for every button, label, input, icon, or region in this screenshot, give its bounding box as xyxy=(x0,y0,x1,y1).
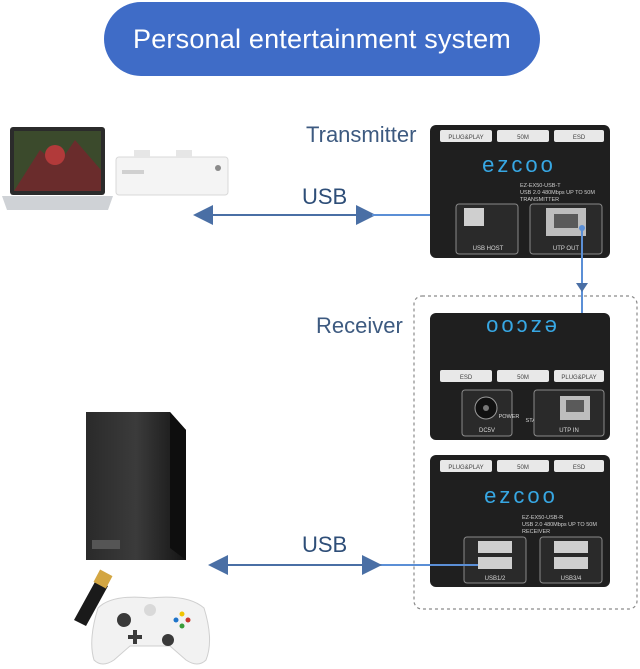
tx-brand-logo: ezcoo xyxy=(482,152,556,177)
tx-model-line-2: USB 2.0 480Mbps UP TO 50M xyxy=(520,190,595,196)
rx-model-line-3: RECEIVER xyxy=(522,529,550,535)
rx-model-line-2: USB 2.0 480Mbps UP TO 50M xyxy=(522,522,597,528)
rx-back-brand-logo: ezcoo xyxy=(484,483,558,508)
receiver-front-device: ezcoo ESD 50M PLUG&PLAY DC5V POWER STATU… xyxy=(430,313,610,440)
tx-button-esd: ESD xyxy=(573,135,586,141)
rx-port-usb12: USB1/2 xyxy=(485,576,506,582)
usb-label-top: USB xyxy=(302,184,348,209)
page-title: Personal entertainment system xyxy=(133,23,511,54)
rx-front-button-esd: ESD xyxy=(460,375,473,381)
tx-button-plugplay: PLUG&PLAY xyxy=(448,135,483,141)
receiver-label: Receiver xyxy=(316,313,403,338)
game-controller-icon xyxy=(91,596,210,665)
transmitter-device: PLUG&PLAY 50M ESD ezcoo EZ-EX50-USB-T US… xyxy=(430,125,610,258)
hard-drive-icon xyxy=(86,412,186,560)
title-banner: Personal entertainment system xyxy=(104,2,540,76)
tx-port-utp-out: UTP OUT xyxy=(553,246,580,252)
receiver-back-device: PLUG&PLAY 50M ESD ezcoo EZ-EX50-USB-R US… xyxy=(430,455,610,587)
tx-model-line-1: EZ-EX50-USB-T xyxy=(520,183,561,189)
rx-front-button-plugplay: PLUG&PLAY xyxy=(561,375,596,381)
xbox-console-icon xyxy=(115,150,229,196)
rx-back-button-esd: ESD xyxy=(573,465,586,471)
laptop-icon xyxy=(2,127,113,210)
tx-port-usb-host: USB HOST xyxy=(473,246,504,252)
rx-back-button-50m: 50M xyxy=(517,465,529,471)
utp-arrow-down xyxy=(576,283,588,292)
rx-front-button-50m: 50M xyxy=(517,375,529,381)
rx-port-usb34: USB3/4 xyxy=(561,576,582,582)
cable-icon xyxy=(74,569,113,626)
rx-model-line-1: EZ-EX50-USB-R xyxy=(522,515,563,521)
rx-front-brand-logo: ezcoo xyxy=(483,315,557,340)
tx-model-line-3: TRANSMITTER xyxy=(520,197,559,203)
transmitter-label: Transmitter xyxy=(306,122,417,147)
receiver-frame xyxy=(413,295,638,610)
rx-back-button-plugplay: PLUG&PLAY xyxy=(448,465,483,471)
tx-button-50m: 50M xyxy=(517,135,529,141)
rx-label-power: POWER xyxy=(499,414,520,420)
rx-port-utp-in: UTP IN xyxy=(559,428,579,434)
rx-port-dc5v: DC5V xyxy=(479,428,495,434)
usb-label-bottom: USB xyxy=(302,532,348,557)
